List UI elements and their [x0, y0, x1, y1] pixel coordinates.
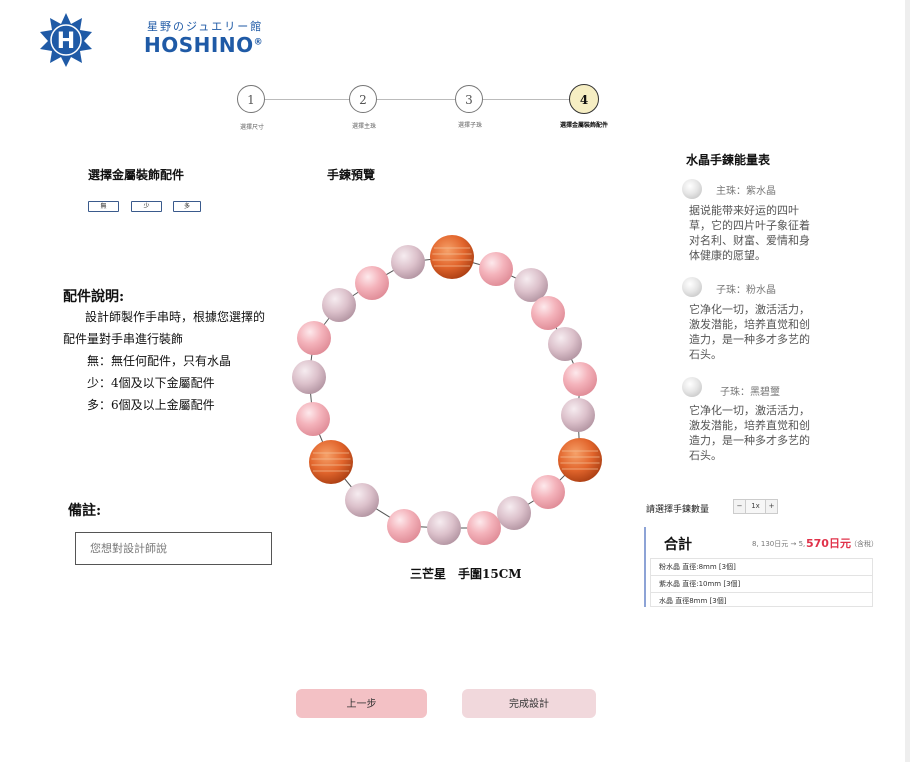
brand-name: HOSHINO®: [144, 33, 263, 57]
bead: [391, 245, 425, 279]
description-line: 多：6個及以上金屬配件: [87, 398, 215, 412]
step-2-number: 2: [359, 93, 367, 107]
hoshino-logo-icon: H: [40, 13, 92, 67]
bead: [531, 296, 565, 330]
bead: [561, 398, 595, 432]
summary-list[interactable]: 粉水晶 直徑:8mm [3個] 紫水晶 直徑:10mm [3個] 水晶 直徑8m…: [650, 558, 873, 607]
step-1-circle[interactable]: 1: [237, 85, 265, 113]
energy-item-desc: 它净化一切，激活活力，激发潜能，培养直觉和创造力，是一种多才多艺的石头。: [689, 303, 810, 361]
bead: [427, 511, 461, 545]
step-1-number: 1: [247, 93, 255, 107]
bead: [563, 362, 597, 396]
note-title: 備註:: [68, 503, 102, 519]
bead: [497, 496, 531, 530]
energy-item-desc: 它净化一切，激活活力，激发潜能，培养直觉和创造力，是一种多才多艺的石头。: [689, 404, 810, 462]
step-2-circle[interactable]: 2: [349, 85, 377, 113]
summary-original-price: 8, 130日元 → 5,: [752, 540, 806, 548]
summary-title: 合計: [664, 537, 692, 553]
summary-tax-note: （含稅）: [850, 540, 878, 548]
bead: [387, 509, 421, 543]
stepper-line: [252, 99, 583, 100]
bead: [548, 327, 582, 361]
bead: [296, 402, 330, 436]
brand-subtitle: 星野のジュエリー館: [147, 20, 264, 33]
bead: [297, 321, 331, 355]
description-line: 無：無任何配件，只有水晶: [87, 354, 232, 368]
energy-item-desc: 据说能带来好运的四叶草，它的四片叶子象征着对名利、财富、爱情和身体健康的愿望。: [689, 204, 810, 262]
accessory-title: 選擇金屬裝飾配件: [88, 168, 185, 182]
energy-item-name: 子珠：粉水晶: [716, 285, 776, 296]
description-line: 配件量對手串進行裝飾: [63, 332, 184, 346]
page-edge: [905, 0, 910, 762]
preview-title: 手鍊預覽: [327, 168, 376, 182]
quantity-minus-button[interactable]: −: [736, 502, 743, 510]
quantity-label: 請選擇手鍊數量: [646, 505, 710, 515]
quantity-stepper: − 1x +: [733, 499, 778, 514]
bracelet-caption: 三芒星 手圍15CM: [410, 567, 522, 581]
description-line: 設計師製作手串時，根據您選擇的: [85, 310, 266, 324]
bead: [322, 288, 356, 322]
step-1-label: 選擇尺寸: [239, 124, 264, 131]
brand-name-text: HOSHINO: [144, 33, 254, 57]
bead-layer: [292, 235, 602, 545]
description-title: 配件說明:: [63, 289, 125, 305]
registered-mark: ®: [253, 37, 264, 48]
summary-panel: [644, 527, 875, 607]
step-3-number: 3: [465, 93, 473, 107]
list-item: 紫水晶 直徑:10mm [3個]: [651, 576, 872, 593]
option-few-button[interactable]: 少: [131, 201, 162, 212]
step-4-number: 4: [579, 93, 589, 107]
step-3-label: 選擇子珠: [457, 122, 482, 129]
energy-title: 水晶手鍊能量表: [686, 153, 771, 167]
list-item: 水晶 直徑8mm [3個]: [651, 593, 872, 606]
energy-item-name: 主珠：紫水晶: [716, 186, 776, 197]
bead: [531, 475, 565, 509]
bead: [514, 268, 548, 302]
quantity-value[interactable]: 1x: [745, 500, 766, 513]
option-many-button[interactable]: 多: [173, 201, 201, 212]
bead: [292, 360, 326, 394]
prev-step-button[interactable]: 上一步: [296, 689, 427, 718]
option-none-button[interactable]: 無: [88, 201, 119, 212]
crystal-thumb-icon: [682, 277, 702, 297]
crystal-thumb-icon: [682, 377, 702, 397]
bead: [479, 252, 513, 286]
main-bead: [309, 440, 353, 484]
logo-letter: H: [57, 29, 75, 54]
bead: [345, 483, 379, 517]
note-input[interactable]: [75, 532, 272, 565]
main-bead: [558, 438, 602, 482]
step-2-label: 選擇主珠: [351, 123, 376, 130]
crystal-thumb-icon: [682, 179, 702, 199]
main-bead: [430, 235, 474, 279]
quantity-plus-button[interactable]: +: [768, 502, 775, 510]
step-3-circle[interactable]: 3: [455, 85, 483, 113]
summary-price: 570日元: [806, 537, 851, 550]
step-4-circle[interactable]: 4: [569, 84, 599, 114]
bead: [355, 266, 389, 300]
energy-item-name: 子珠：黑碧璽: [720, 387, 780, 398]
bead: [467, 511, 501, 545]
description-line: 少：4個及以下金屬配件: [87, 376, 215, 390]
list-item: 粉水晶 直徑:8mm [3個]: [651, 559, 872, 576]
finish-design-button[interactable]: 完成設計: [462, 689, 596, 718]
bracelet-preview: [292, 235, 602, 545]
step-4-label: 選擇金屬裝飾配件: [559, 122, 608, 129]
